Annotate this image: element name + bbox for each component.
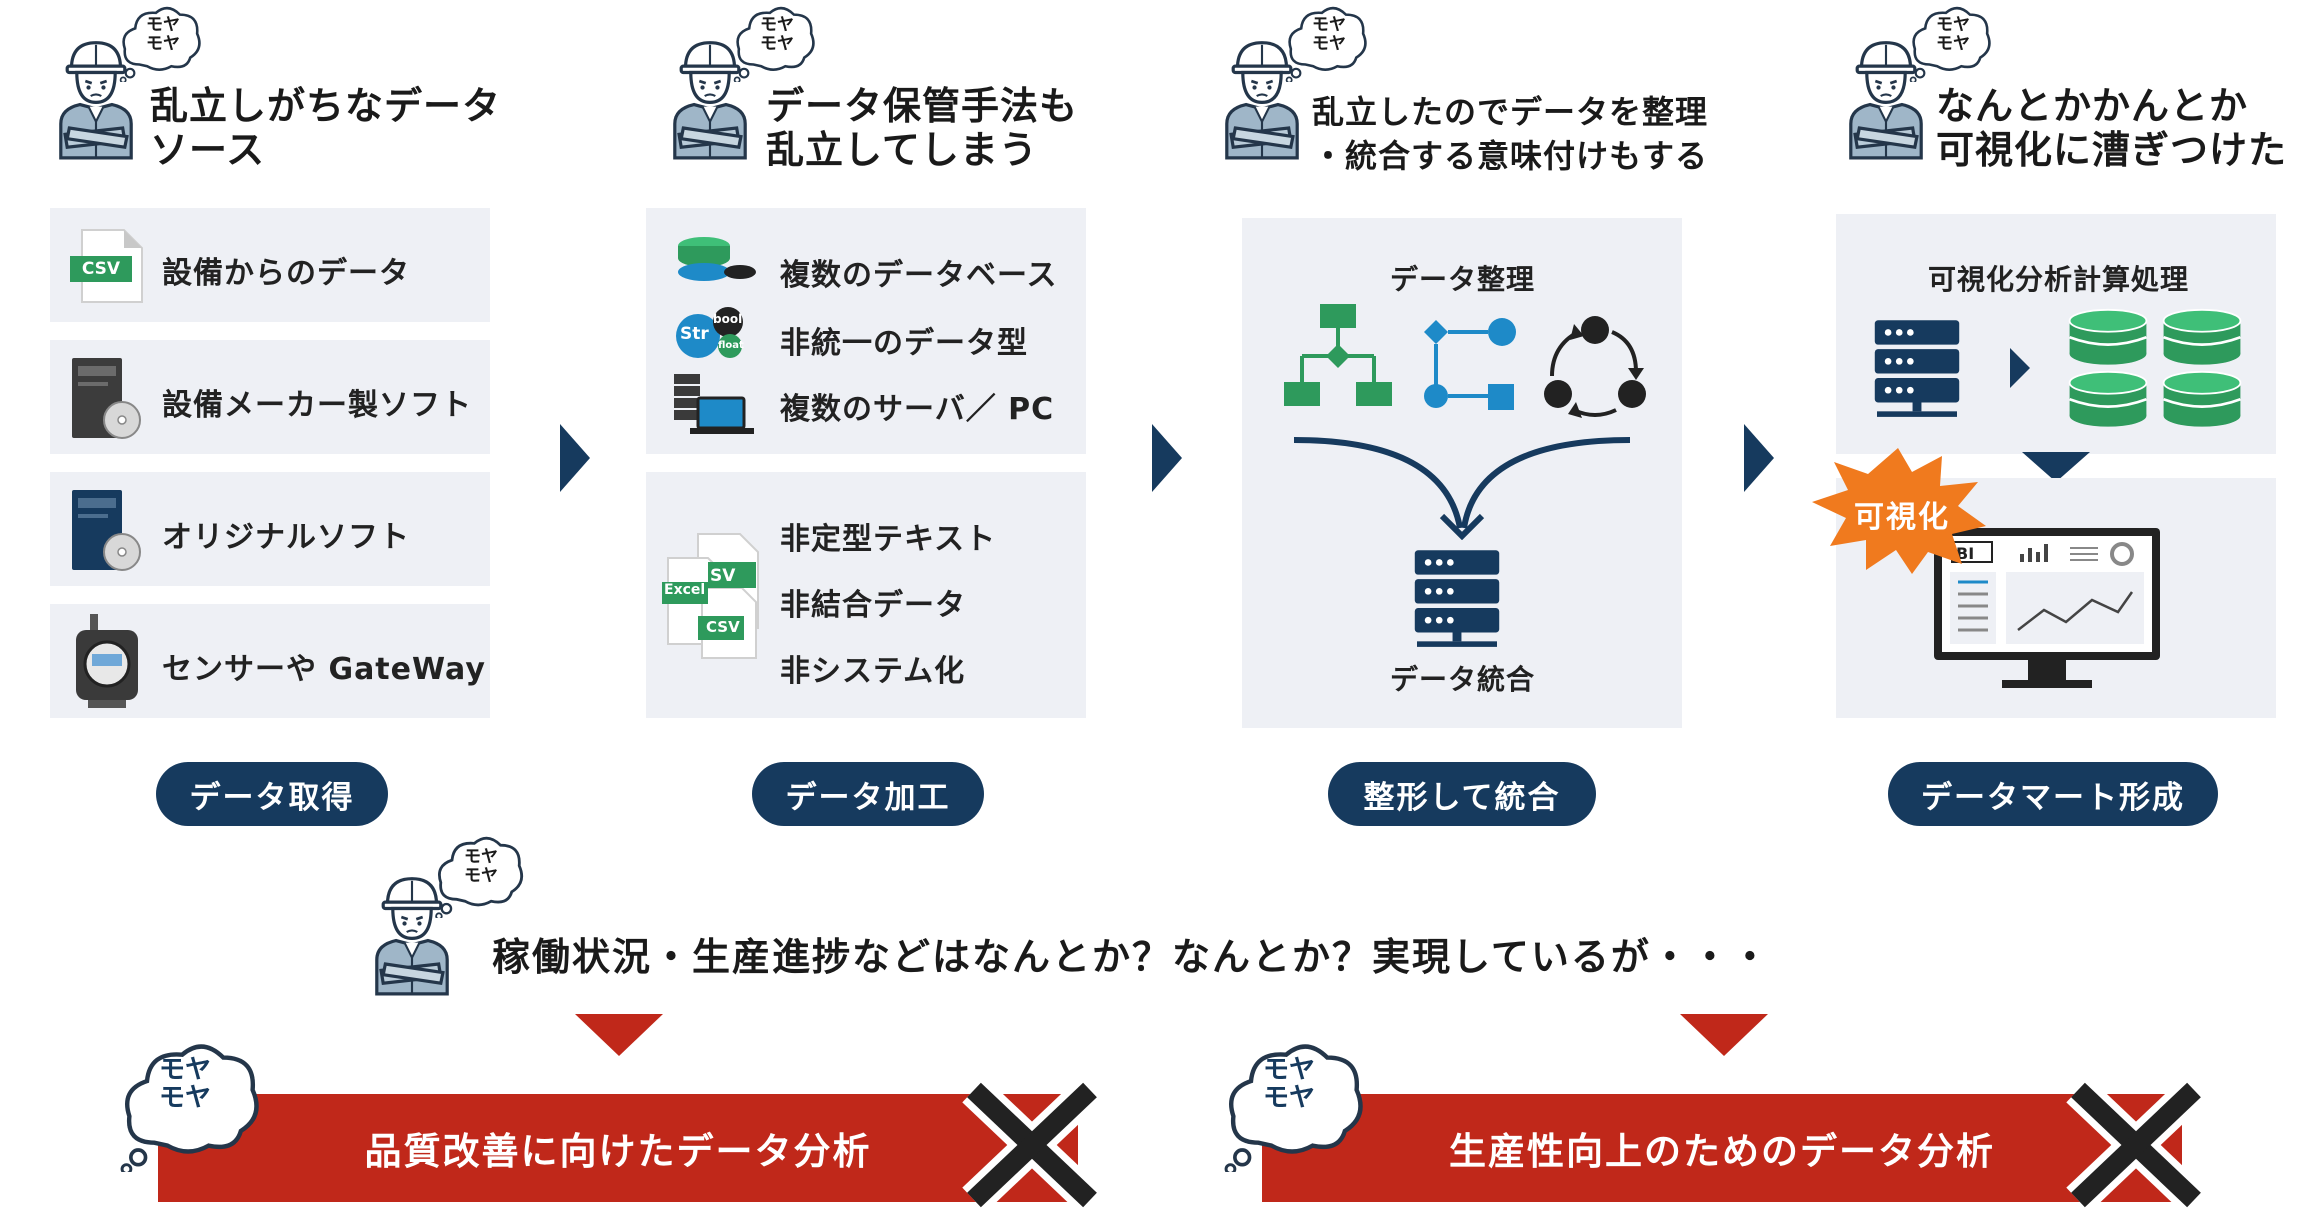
stage-pill-datamart: データマート形成 bbox=[1888, 762, 2218, 826]
database-icon bbox=[678, 237, 756, 281]
flow-arrow-icon bbox=[1152, 424, 1182, 492]
cloud-text: モヤ モヤ bbox=[464, 847, 498, 886]
stage-pill-processing: データ加工 bbox=[752, 762, 984, 826]
file-stack-icon bbox=[662, 533, 759, 659]
cloud-text: モヤ モヤ bbox=[146, 15, 180, 54]
stage-pill-integration: 整形して統合 bbox=[1328, 762, 1596, 826]
storage-item-label: 非結合データ bbox=[780, 588, 966, 623]
csv-badge: CSV bbox=[70, 256, 132, 282]
database-icon bbox=[2160, 370, 2244, 434]
bi-label: BI bbox=[1956, 544, 1975, 563]
type-label-str: Str bbox=[680, 324, 709, 344]
process-flow-icon bbox=[1424, 318, 1516, 410]
storage-item-label: 非定型テキスト bbox=[780, 522, 997, 557]
cross-mark-icon bbox=[962, 1080, 1102, 1210]
cross-mark-icon bbox=[2066, 1080, 2206, 1210]
integrate-label: データ統合 bbox=[1390, 663, 1536, 696]
flow-arrow-icon bbox=[560, 424, 590, 492]
server-laptop-icon bbox=[674, 374, 754, 434]
data-type-icon bbox=[676, 307, 743, 358]
type-label-float: float bbox=[718, 340, 744, 351]
cloud-text: モヤ モヤ bbox=[158, 1055, 211, 1113]
cloud-text: モヤ モヤ bbox=[1936, 15, 1970, 54]
cloud-text: モヤ モヤ bbox=[1312, 15, 1346, 54]
software-package-icon bbox=[66, 354, 146, 444]
flowchart-icon bbox=[1284, 304, 1392, 406]
small-arrow-icon bbox=[2010, 348, 2030, 388]
cloud-text: モヤ モヤ bbox=[1262, 1055, 1315, 1113]
column-1-heading: 乱立しがちなデータ ソース bbox=[150, 84, 502, 172]
source-item-label: センサーや GateWay bbox=[162, 652, 486, 687]
stage-pill-acquisition: データ取得 bbox=[156, 762, 388, 826]
server-icon bbox=[1412, 548, 1502, 648]
file-label-csv: SV bbox=[710, 566, 736, 586]
down-arrow-icon bbox=[2022, 452, 2090, 482]
cloud-text: モヤ モヤ bbox=[760, 15, 794, 54]
source-item-label: 設備メーカー製ソフト bbox=[162, 388, 472, 423]
column-3-heading: 乱立したのでデータを整理 ・統合する意味付けもする bbox=[1312, 93, 1709, 175]
visualization-burst-label: 可視化 bbox=[1854, 500, 1950, 535]
merge-arrow-icon bbox=[1294, 437, 1630, 540]
source-item-label: 設備からのデータ bbox=[162, 256, 410, 291]
database-icon bbox=[2066, 370, 2150, 434]
cycle-icon bbox=[1544, 316, 1646, 418]
flow-arrow-icon bbox=[1744, 424, 1774, 492]
organize-label: データ整理 bbox=[1390, 263, 1536, 296]
column-2-heading: データ保管手法も 乱立してしまう bbox=[766, 84, 1079, 172]
sensor-device-icon bbox=[76, 614, 138, 708]
file-label-excel: Excel bbox=[664, 582, 706, 598]
monitor-icon bbox=[1934, 528, 2160, 688]
server-icon bbox=[1872, 318, 1962, 418]
down-arrow-icon bbox=[575, 1014, 663, 1056]
down-arrow-icon bbox=[1680, 1014, 1768, 1056]
storage-item-label: 非システム化 bbox=[780, 654, 966, 689]
file-label-csv: CSV bbox=[706, 618, 740, 636]
software-package-icon bbox=[66, 486, 146, 576]
storage-item-label: 複数のデータベース bbox=[780, 258, 1058, 293]
storage-item-label: 複数のサーバ／ PC bbox=[780, 392, 1055, 427]
analysis-label: 可視化分析計算処理 bbox=[1928, 263, 2190, 296]
column-4-heading: なんとかかんとか 可視化に漕ぎつけた bbox=[1936, 84, 2288, 172]
productivity-analysis-bar: 生産性向上のためのデータ分析 bbox=[1262, 1094, 2182, 1202]
database-icon bbox=[2066, 308, 2150, 372]
source-item-label: オリジナルソフト bbox=[162, 520, 410, 555]
starburst-icon bbox=[1812, 448, 1986, 574]
quality-analysis-bar: 品質改善に向けたデータ分析 bbox=[158, 1094, 1078, 1202]
storage-item-label: 非統一のデータ型 bbox=[780, 326, 1028, 361]
status-statement: 稼働状況・生産進捗などはなんとか？なんとか？実現しているが・・・ bbox=[492, 935, 1771, 979]
database-icon bbox=[2160, 308, 2244, 372]
type-label-bool: bool bbox=[713, 312, 743, 326]
